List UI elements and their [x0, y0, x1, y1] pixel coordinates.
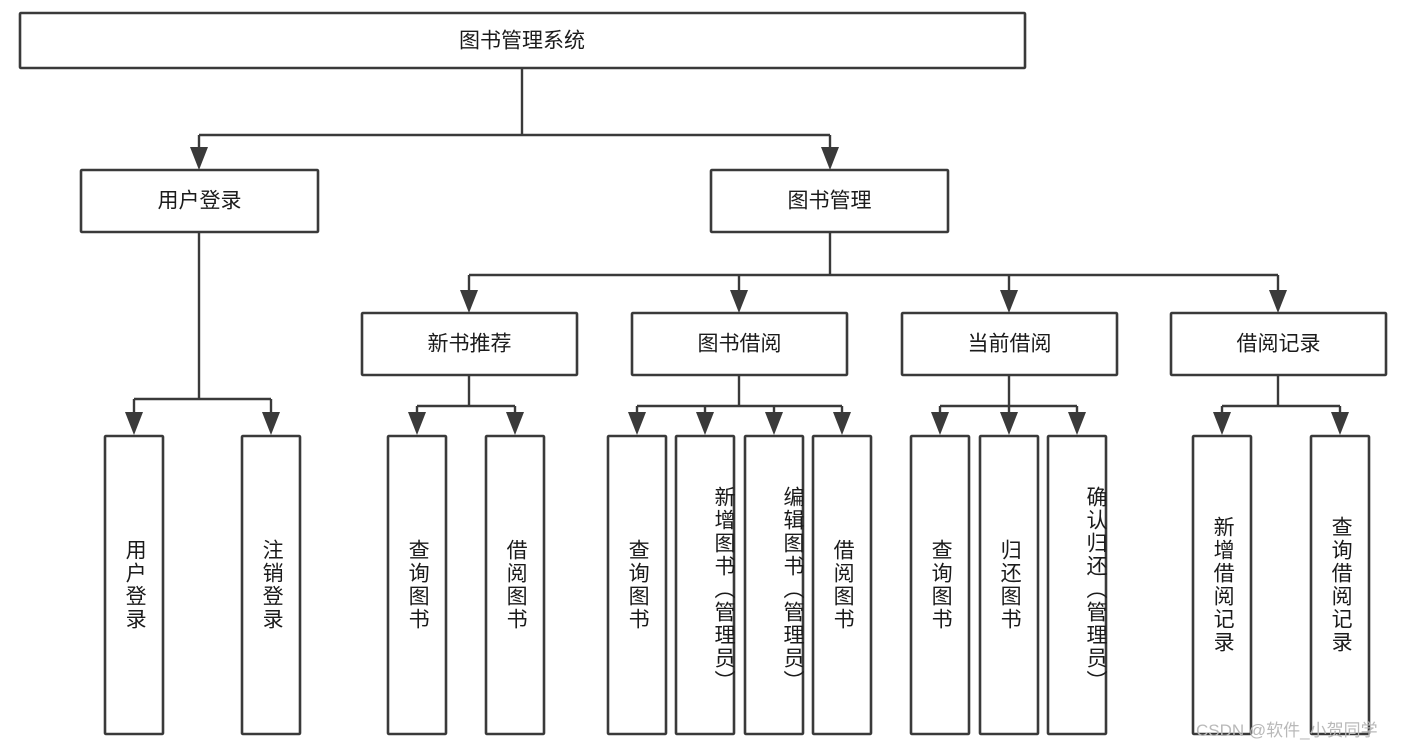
- node-root-label: 图书管理系统: [459, 30, 585, 53]
- connector-root-to-level2: [190, 68, 839, 170]
- arrow-head-b2: [696, 412, 714, 435]
- arrow-head-user-login: [190, 147, 208, 170]
- leaf-return-book-box[interactable]: [978, 434, 1040, 736]
- node-book-management-label: 图书管理: [788, 190, 872, 213]
- arrow-head-c1: [931, 412, 949, 435]
- node-current-borrow-label: 当前借阅: [968, 333, 1052, 356]
- node-borrow-record-box[interactable]: [1169, 311, 1388, 377]
- arrow-head-l3b: [730, 290, 748, 313]
- arrow-head-c2: [1000, 412, 1018, 435]
- leaf-borrow-book-box[interactable]: [811, 434, 873, 736]
- arrow-head-c3: [1068, 412, 1086, 435]
- arrow-head-b4: [833, 412, 851, 435]
- node-book-borrow-label: 图书借阅: [698, 333, 782, 356]
- leaf-user-login-box[interactable]: [103, 434, 165, 736]
- leaf-query-book-borrow-box[interactable]: [606, 434, 668, 736]
- arrow-head-book-mgmt: [821, 147, 839, 170]
- node-user-login-box[interactable]: [79, 168, 320, 234]
- arrow-head-u2: [262, 412, 280, 435]
- node-new-book-recommend-box[interactable]: [360, 311, 579, 377]
- leaf-logout-box[interactable]: [240, 434, 302, 736]
- arrow-head-r1: [1213, 412, 1231, 435]
- arrow-head-l3a: [460, 290, 478, 313]
- connector-borrow-to-leaves: [628, 375, 851, 435]
- node-user-login-label: 用户登录: [158, 190, 242, 213]
- node-book-borrow-box[interactable]: [630, 311, 849, 377]
- leaf-add-borrow-record-box[interactable]: [1191, 434, 1253, 736]
- csdn-watermark: CSDN @软件_小贺同学: [1196, 721, 1378, 740]
- arrow-head-n2: [506, 412, 524, 435]
- leaf-query-book-recommend-box[interactable]: [386, 434, 448, 736]
- arrow-head-u1: [125, 412, 143, 435]
- node-borrow-record-label: 借阅记录: [1237, 333, 1321, 356]
- node-book-management-box[interactable]: [709, 168, 950, 234]
- leaf-add-book-box[interactable]: [674, 434, 736, 736]
- leaf-borrow-book-recommend-box[interactable]: [484, 434, 546, 736]
- connector-newbook-to-leaves: [408, 375, 524, 435]
- connector-userlogin-to-leaves: [125, 232, 280, 435]
- connector-current-to-leaves: [931, 375, 1086, 435]
- leaf-query-book-current-box[interactable]: [909, 434, 971, 736]
- node-root-box[interactable]: [18, 11, 1027, 70]
- arrow-head-n1: [408, 412, 426, 435]
- leaf-confirm-return-box[interactable]: [1046, 434, 1108, 736]
- leaf-query-borrow-record-box[interactable]: [1309, 434, 1371, 736]
- connector-record-to-leaves: [1213, 375, 1349, 435]
- arrow-head-b1: [628, 412, 646, 435]
- arrow-head-l3c: [1000, 290, 1018, 313]
- arrow-head-r2: [1331, 412, 1349, 435]
- node-current-borrow-box[interactable]: [900, 311, 1119, 377]
- connector-bookmgmt-to-level3: [460, 232, 1287, 313]
- arrow-head-b3: [765, 412, 783, 435]
- leaf-edit-book-box[interactable]: [743, 434, 805, 736]
- arrow-head-l3d: [1269, 290, 1287, 313]
- node-new-book-recommend-label: 新书推荐: [428, 333, 512, 356]
